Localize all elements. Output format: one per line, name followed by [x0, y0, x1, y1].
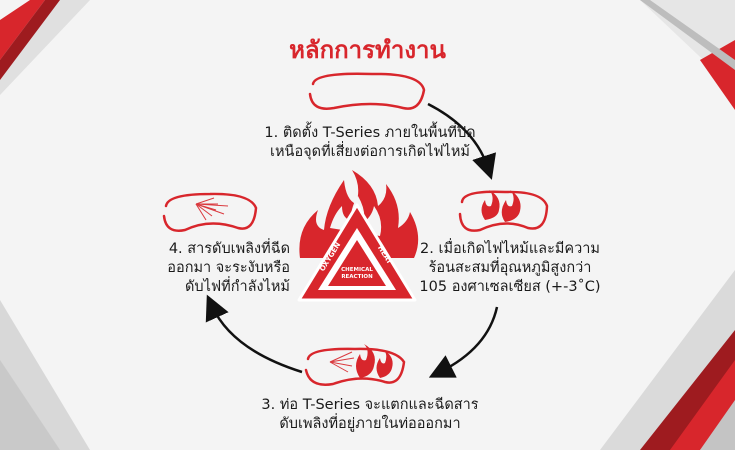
tube-icon: [308, 72, 426, 110]
page-title: หลักการทำงาน: [289, 36, 446, 64]
fire-triangle-center-line2: REACTION: [341, 274, 373, 280]
arrow-step2-to-step3: [428, 306, 499, 378]
step-3-line-1: 3. ท่อ T-Series จะแตกและฉีดสาร: [261, 397, 479, 413]
tube-flames-icon: [458, 190, 549, 232]
fire-triangle-fuel-label: FUEL: [347, 292, 367, 300]
step-2-line-2: ร้อนสะสมที่อุณหภูมิสูงกว่า: [428, 260, 592, 276]
arrow-step1-to-step2: [427, 102, 497, 180]
fire-triangle-center-line1: CHEMICAL: [341, 267, 373, 273]
top-right-corner-decoration: [640, 0, 735, 110]
step-3-line-2: ดับเพลิงที่อยู่ภายในท่อออกมา: [279, 416, 461, 432]
step-4-text: 4. สารดับเพลิงที่ฉีด ออกมา จะระงับหรือ ด…: [130, 240, 290, 297]
tube-burst-spray-icon: [304, 344, 406, 386]
step-1-line-2: เหนือจุดที่เสี่ยงต่อการเกิดไฟไหม้: [270, 144, 470, 160]
step-4-line-1: 4. สารดับเพลิงที่ฉีด: [168, 241, 290, 257]
step-1-text: 1. ติดตั้ง T-Series ภายในพื้นที่ปิด เหนื…: [220, 124, 520, 162]
tube-spray-icon: [162, 192, 258, 232]
step-4-line-3: ดับไฟที่กำลังไหม้: [184, 279, 290, 295]
top-left-corner-decoration: [0, 0, 90, 95]
step-2-line-1: 2. เมื่อเกิดไฟไหม้และมีความ: [420, 241, 600, 257]
step-1-line-1: 1. ติดตั้ง T-Series ภายในพื้นที่ปิด: [264, 125, 476, 141]
bottom-left-corner-decoration: [0, 300, 90, 450]
bottom-right-corner-decoration: [600, 270, 735, 450]
fire-triangle-emblem: OXYGEN HEAT FUEL CHEMICAL REACTION: [297, 170, 419, 302]
step-3-text: 3. ท่อ T-Series จะแตกและฉีดสาร ดับเพลิงท…: [215, 396, 525, 434]
arrow-step3-to-step4: [205, 294, 303, 374]
step-2-line-3: 105 องศาเซลเซียส (+-3˚C): [419, 279, 601, 295]
step-2-text: 2. เมื่อเกิดไฟไหม้และมีความ ร้อนสะสมที่อ…: [415, 240, 605, 297]
step-4-line-2: ออกมา จะระงับหรือ: [167, 260, 290, 276]
